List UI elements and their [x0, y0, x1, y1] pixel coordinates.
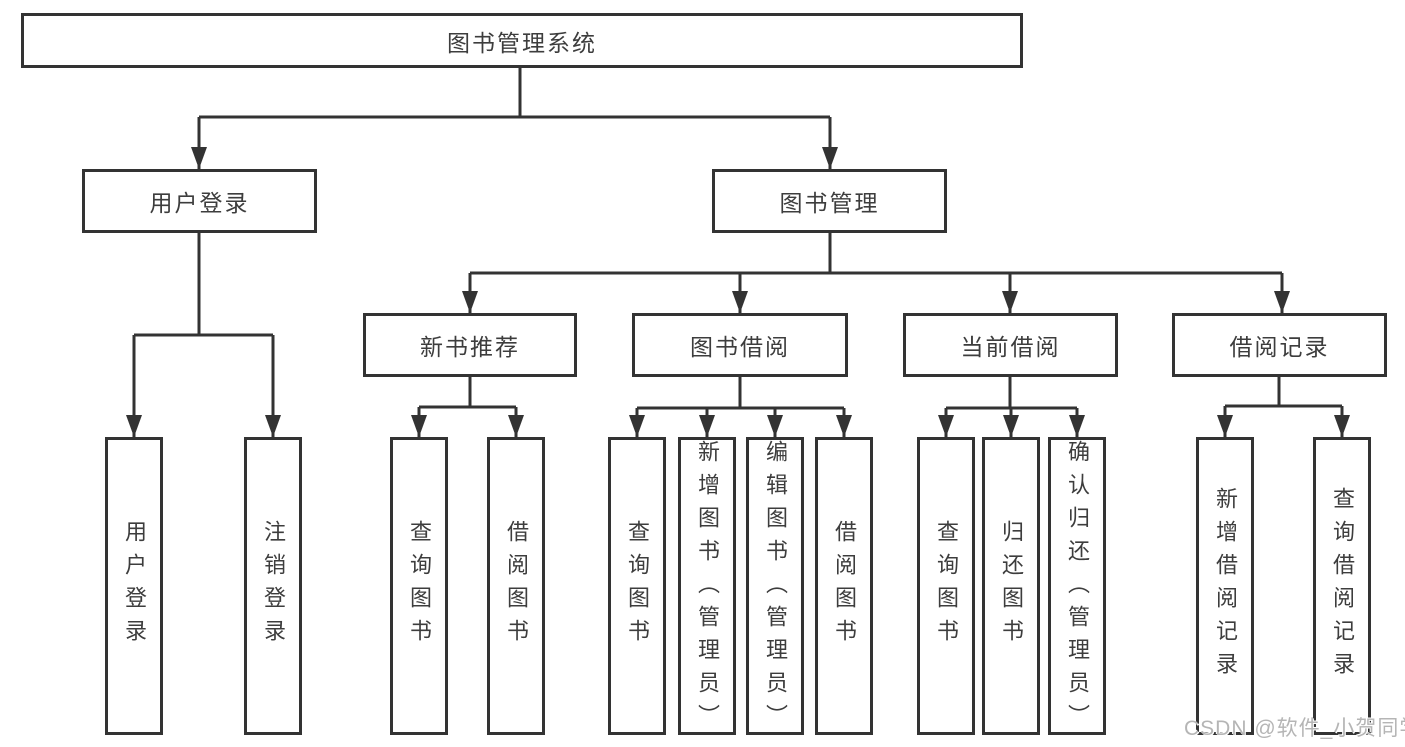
leaf-logout: 注销登录 [244, 437, 302, 735]
leaf-add-borrow-record: 新增借阅记录 [1196, 437, 1254, 735]
node-new-book-recommend: 新书推荐 [363, 313, 577, 377]
node-borrowing-records: 借阅记录 [1172, 313, 1387, 377]
leaf-query-borrow-record: 查询借阅记录 [1313, 437, 1371, 735]
leaf-edit-book-admin: 编辑图书（管理员） [746, 437, 804, 737]
leaf-query-books-borrowing: 查询图书 [608, 437, 666, 735]
leaf-return-book: 归还图书 [982, 437, 1040, 735]
node-book-management: 图书管理 [712, 169, 947, 233]
leaf-user-login: 用户登录 [105, 437, 163, 735]
node-library-system: 图书管理系统 [21, 13, 1023, 68]
leaf-borrow-books-borrowing: 借阅图书 [815, 437, 873, 735]
node-current-borrowing: 当前借阅 [903, 313, 1118, 377]
leaf-add-book-admin: 新增图书（管理员） [678, 437, 736, 737]
leaf-query-books-recommend: 查询图书 [390, 437, 448, 735]
watermark: CSDN @软件_小贺同学 [1184, 717, 1405, 740]
leaf-borrow-books-recommend: 借阅图书 [487, 437, 545, 735]
leaf-confirm-return-admin: 确认归还（管理员） [1048, 437, 1106, 737]
node-user-login: 用户登录 [82, 169, 317, 233]
leaf-query-books-current: 查询图书 [917, 437, 975, 735]
node-book-borrowing: 图书借阅 [632, 313, 848, 377]
